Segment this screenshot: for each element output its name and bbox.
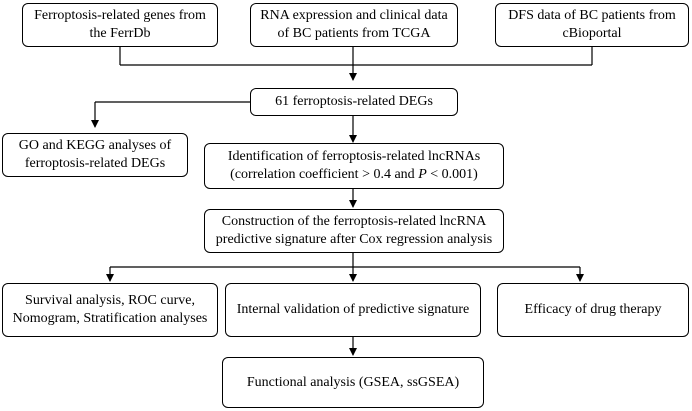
- box-degs: 61 ferroptosis-related DEGs: [250, 88, 458, 116]
- box-survival-line-1: Survival analysis, ROC curve,: [25, 293, 195, 308]
- box-degs-line-1: 61 ferroptosis-related DEGs: [275, 94, 433, 109]
- box-go-kegg: GO and KEGG analyses of ferroptosis-rela…: [2, 133, 188, 177]
- box-tcga-line-1: RNA expression and clinical data: [260, 8, 448, 23]
- box-functional-line-1: Functional analysis (GSEA, ssGSEA): [246, 374, 460, 390]
- box-validation-line-1: Internal validation of predictive signat…: [236, 302, 470, 317]
- box-ferrdb: Ferroptosis-related genes from the FerrD…: [22, 3, 218, 47]
- box-cbio-line-1: DFS data of BC patients from: [508, 8, 676, 23]
- box-functional: Functional analysis (GSEA, ssGSEA): [222, 357, 484, 408]
- box-cbio-line-2: cBioportal: [562, 26, 622, 41]
- box-signature: Construction of the ferroptosis-related …: [204, 209, 504, 253]
- box-drug: Efficacy of drug therapy: [497, 283, 689, 337]
- box-lncrna-line-2: (correlation coefficient > 0.4 and P < 0…: [230, 166, 478, 184]
- box-lncrna-line-1: Identification of ferroptosis-related ln…: [227, 149, 481, 164]
- box-signature-line-1: Construction of the ferroptosis-related …: [221, 214, 487, 229]
- box-drug-line-1: Efficacy of drug therapy: [524, 302, 662, 317]
- box-cbio: DFS data of BC patients from cBioportal: [495, 3, 689, 47]
- box-lncrna-line-2-p: P: [418, 167, 427, 182]
- box-signature-line-2: predictive signature after Cox regressio…: [215, 232, 493, 247]
- box-survival: Survival analysis, ROC curve, Nomogram, …: [2, 283, 218, 337]
- box-go-kegg-line-1: GO and KEGG analyses of: [18, 138, 172, 153]
- box-ferrdb-line-2: the FerrDb: [89, 26, 151, 41]
- box-tcga: RNA expression and clinical data of BC p…: [250, 3, 458, 47]
- box-lncrna-line-2-pre: (correlation coefficient > 0.4 and: [230, 167, 419, 182]
- box-go-kegg-line-2: ferroptosis-related DEGs: [24, 156, 166, 171]
- box-ferrdb-line-1: Ferroptosis-related genes from: [34, 8, 206, 23]
- box-tcga-line-2: of BC patients from TCGA: [277, 26, 431, 41]
- box-lncrna-line-2-post: < 0.001): [426, 167, 478, 182]
- box-validation: Internal validation of predictive signat…: [225, 283, 481, 337]
- box-lncrna: Identification of ferroptosis-related ln…: [204, 143, 504, 189]
- box-survival-line-2: Nomogram, Stratification analyses: [12, 311, 208, 326]
